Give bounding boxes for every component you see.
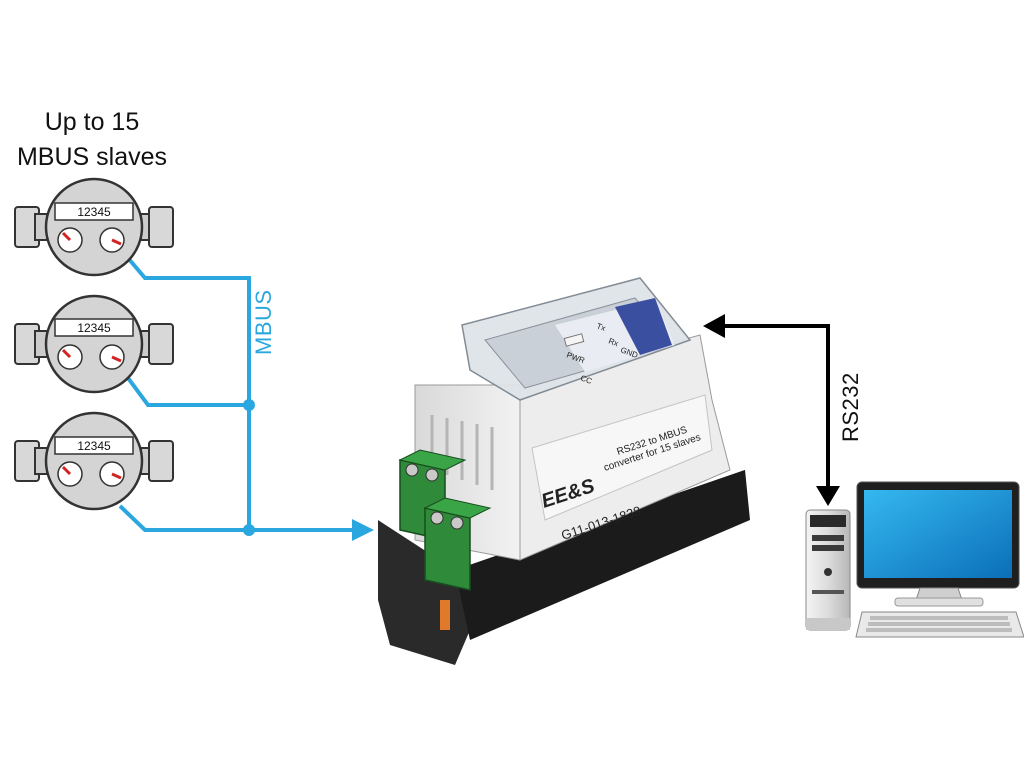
rs232-label: RS232 (838, 372, 863, 442)
meter-2-counter: 12345 (77, 321, 111, 335)
rs232-wire (722, 324, 830, 490)
terminal-block-2 (423, 497, 492, 591)
monitor-screen (864, 490, 1012, 578)
meter-1-counter: 12345 (77, 205, 111, 219)
rs232-mbus-converter: EE&S RS232 to MBUS converter for 15 slav… (378, 277, 750, 665)
mbus-junction-2 (243, 524, 255, 536)
mbus-wiring (118, 256, 355, 532)
rs232-arrowhead-left (703, 314, 725, 338)
mbus-arrowhead (352, 519, 374, 541)
mbus-wire-meter-1 (126, 256, 251, 530)
mbus-label: MBUS (251, 289, 276, 355)
mbus-wire-meter-3 (118, 504, 355, 532)
indicator-cc: CC (579, 373, 593, 385)
water-meter-1: 12345 (14, 177, 174, 277)
pc-keyboard (855, 611, 1024, 638)
mbus-wire-meter-2 (126, 376, 249, 407)
slaves-title-line-1: Up to 15 (44, 108, 140, 136)
rs232-wiring (722, 324, 830, 490)
meter-3-counter: 12345 (77, 439, 111, 453)
rs232-arrowhead-down (816, 486, 840, 506)
indicator-tx: Tx (595, 321, 606, 332)
mbus-junction-1 (243, 399, 255, 411)
water-meter-2: 12345 (14, 294, 174, 394)
slaves-title-line-2: MBUS slaves (16, 143, 168, 171)
water-meter-3: 12345 (14, 411, 174, 511)
indicator-rx: Rx (607, 336, 619, 348)
pc-tower (805, 509, 851, 631)
pc-monitor (856, 481, 1020, 607)
